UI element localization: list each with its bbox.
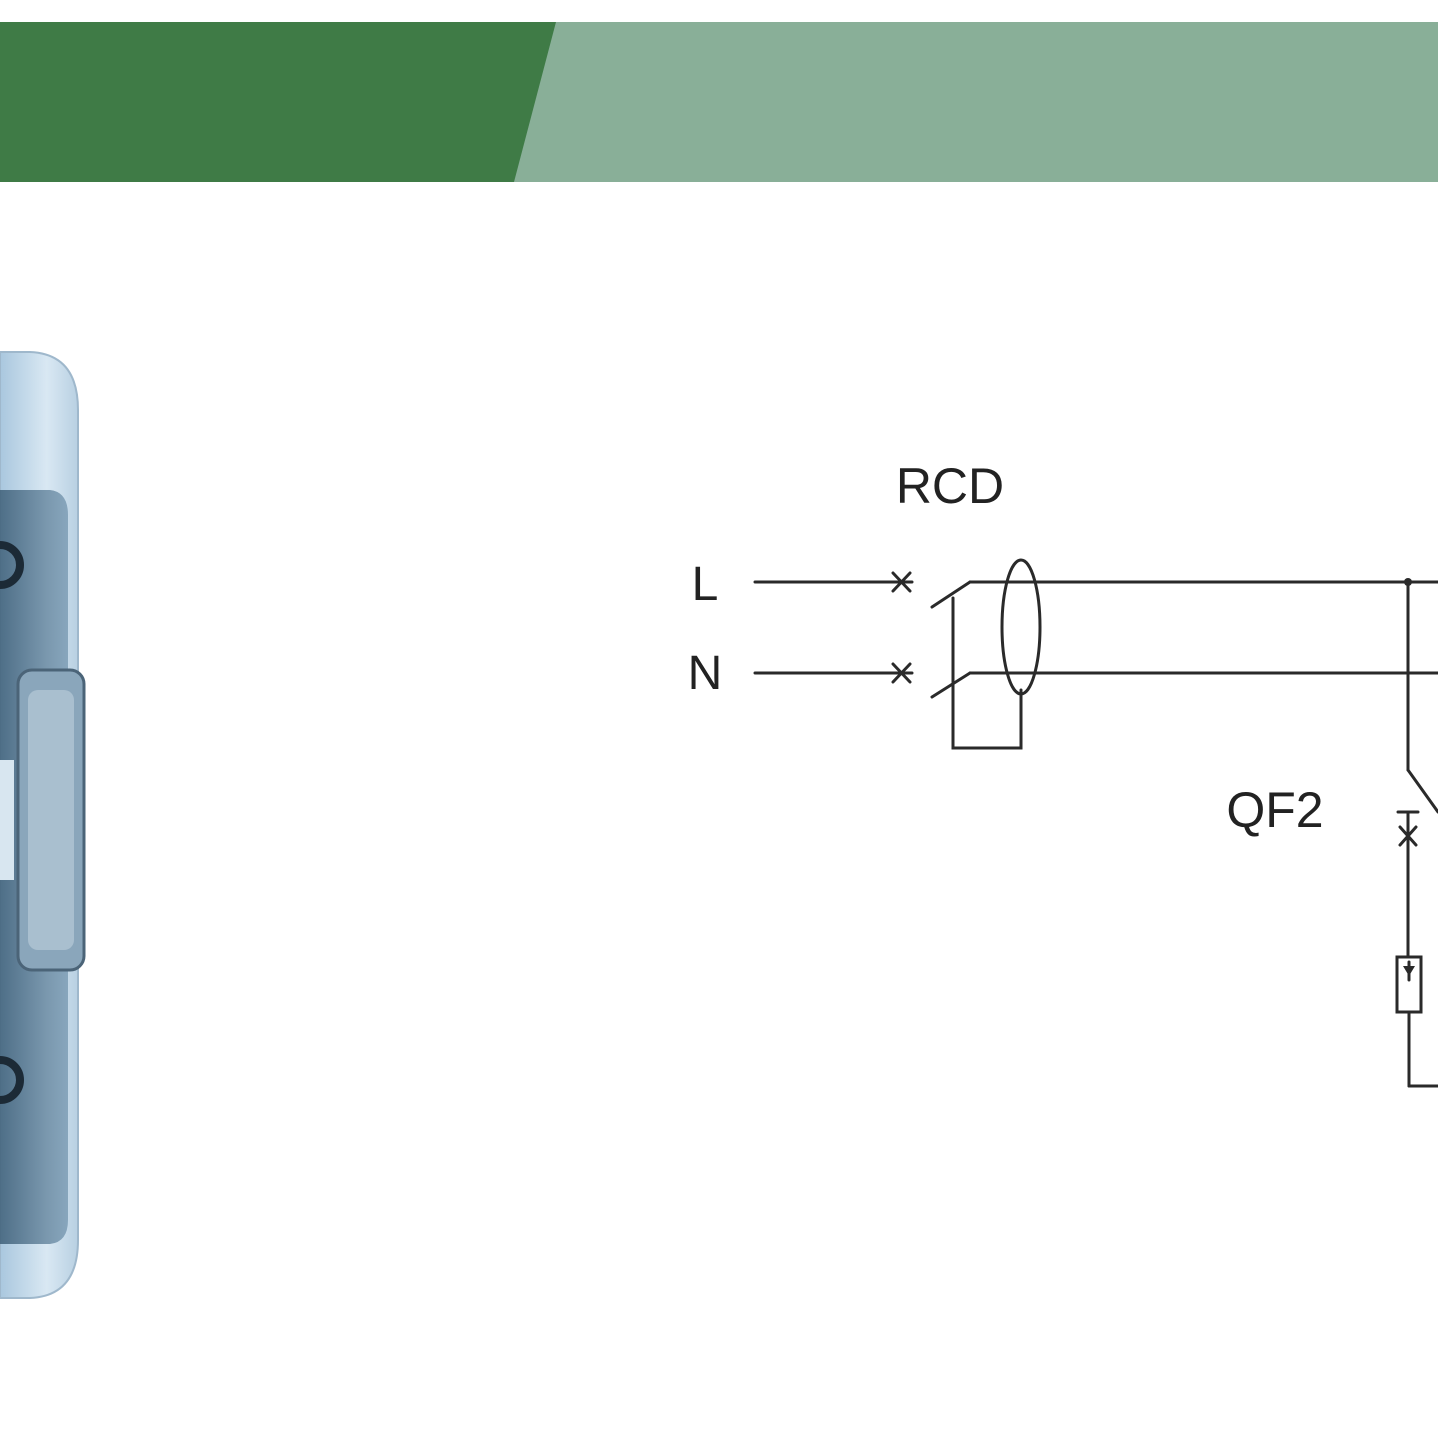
- rcd-label: RCD: [896, 458, 1004, 514]
- rcd-contact-marks: [891, 571, 912, 684]
- neutral-label: N: [688, 647, 723, 700]
- qf2-switch: [1406, 768, 1438, 814]
- rcd-switch-l: [930, 580, 972, 609]
- junction-dot: [1404, 578, 1412, 586]
- qf2-label: QF2: [1226, 782, 1323, 838]
- header-band: [0, 22, 1438, 182]
- rcd-switch-n: [930, 671, 972, 699]
- rcd-trip-linkage: [951, 596, 1023, 750]
- rcd-toroid: [1000, 558, 1042, 696]
- line-label: L: [692, 558, 719, 611]
- product-photo-icon: [0, 351, 86, 1299]
- header-band-dark: [0, 22, 556, 182]
